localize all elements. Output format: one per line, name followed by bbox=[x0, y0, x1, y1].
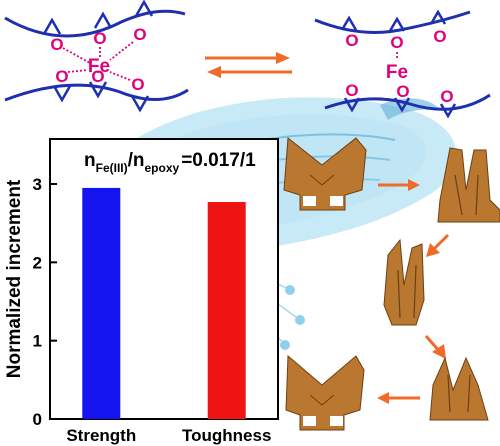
origami-folding-sequence bbox=[283, 137, 500, 431]
iron-label-right: Fe bbox=[386, 62, 408, 83]
x-tick-label: Toughness bbox=[182, 426, 271, 445]
arrow-down-right bbox=[424, 335, 446, 359]
annotation-slash: /n bbox=[128, 150, 145, 171]
oxygen-label: O bbox=[50, 35, 63, 54]
oxygen-label: O bbox=[390, 33, 403, 52]
origami-folded-shape bbox=[383, 238, 425, 326]
bar-toughness bbox=[207, 202, 246, 419]
oxygen-label: O bbox=[55, 67, 68, 86]
oxygen-label: O bbox=[396, 82, 409, 101]
bar-strength bbox=[82, 187, 121, 419]
fe-dissociated-complex-right: O O O O O O Fe bbox=[314, 9, 491, 119]
oxygen-label: O bbox=[131, 75, 144, 94]
y-tick-label: 3 bbox=[33, 175, 42, 194]
polymer-strand-upper-left bbox=[4, 9, 186, 38]
equilibrium-arrows bbox=[205, 52, 292, 78]
y-tick-label: 1 bbox=[33, 332, 42, 351]
iron-label-left: Fe bbox=[88, 56, 110, 77]
y-axis-title: Normalized increment bbox=[4, 179, 25, 378]
y-tick-label: 0 bbox=[33, 410, 42, 429]
svg-text:nFe(III)/nepoxy=0.017/1: nFe(III)/nepoxy=0.017/1 bbox=[84, 150, 256, 175]
byssal-plaque bbox=[295, 315, 305, 325]
arrow-down-left bbox=[426, 233, 450, 257]
x-tick-label: Strength bbox=[66, 426, 136, 445]
origami-flat-shape-1 bbox=[283, 137, 367, 211]
ratio-annotation: nFe(III)/nepoxy=0.017/1 bbox=[84, 150, 256, 175]
origami-unfolding-shape bbox=[429, 356, 489, 421]
polymer-strand-upper-right bbox=[314, 10, 471, 34]
origami-flat-shape-2 bbox=[285, 354, 365, 431]
arrow-right bbox=[378, 179, 420, 191]
annotation-value: =0.017/1 bbox=[181, 150, 256, 171]
oxygen-label: O bbox=[345, 31, 358, 50]
polymer-strand-lower-right bbox=[324, 93, 491, 111]
oxygen-label: O bbox=[93, 29, 106, 48]
oxygen-label: O bbox=[433, 27, 446, 46]
bar-chart: Strength Toughness 0 1 2 3 Normalized increm… bbox=[4, 138, 279, 445]
origami-folding-shape bbox=[437, 147, 500, 223]
byssal-plaque bbox=[285, 285, 295, 295]
oxygen-label: O bbox=[440, 87, 453, 106]
oxygen-label: O bbox=[345, 81, 358, 100]
arrow-left bbox=[377, 392, 420, 404]
byssal-plaque bbox=[280, 340, 290, 350]
polymer-strand-lower-left bbox=[4, 83, 189, 102]
oxygen-label: O bbox=[91, 67, 104, 86]
fe-chelate-complex-left: O O O O O O Fe bbox=[4, 0, 189, 113]
annotation-sub1: Fe(III) bbox=[96, 161, 128, 175]
oxygen-label: O bbox=[133, 25, 146, 44]
annotation-sub2: epoxy bbox=[145, 161, 180, 175]
annotation-n1: n bbox=[84, 150, 96, 171]
y-tick-label: 2 bbox=[33, 253, 42, 272]
